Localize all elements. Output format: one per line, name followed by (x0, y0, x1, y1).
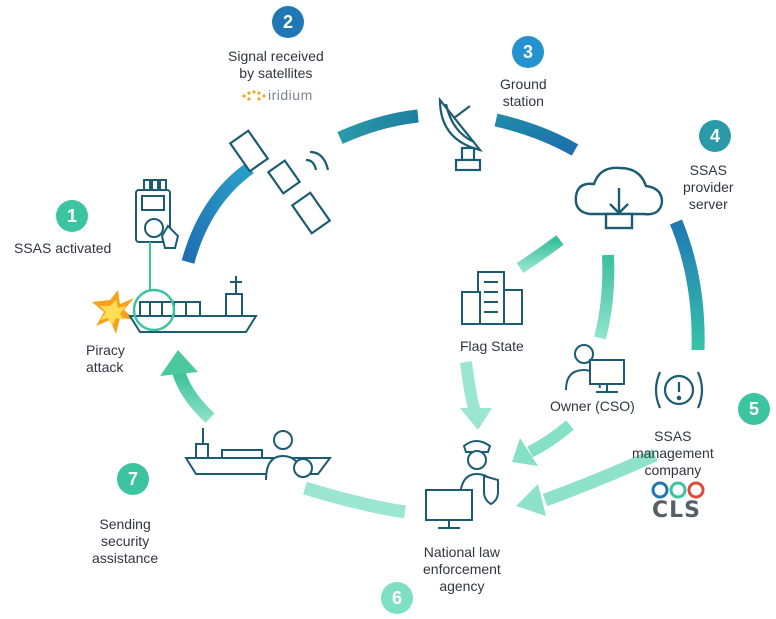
law-enforcement-icon (425, 440, 499, 529)
step-4-line-1: SSAS (689, 162, 727, 178)
step-7-line-2: security (100, 533, 150, 549)
arc-device-to-satellite (181, 162, 254, 264)
cloud-download-icon (574, 166, 664, 230)
flag-state-building-icon (461, 271, 523, 325)
step-2-line-2: by satellites (239, 65, 313, 81)
iridium-logo-text: iridium (268, 87, 313, 103)
step-1-badge: 1 (56, 200, 88, 232)
ssas-device-icon (135, 179, 180, 290)
arrow-management-to-agency (542, 449, 658, 507)
piracy-line-1: Piracy (86, 342, 125, 358)
step-3-badge: 3 (512, 36, 544, 68)
alert-icon (654, 371, 704, 409)
step-3-line-1: Ground (500, 76, 547, 92)
explosion-icon (92, 290, 136, 334)
iridium-logo-icon (242, 90, 266, 101)
step-7-line-3: assistance (92, 550, 159, 566)
arc-server-to-owner (594, 254, 615, 340)
arrow-flagstate-to-agency (460, 361, 481, 414)
step-5-line-2: management (632, 445, 714, 461)
step-1-label: SSAS activated (14, 240, 112, 256)
step-5-label: SSAS management company (632, 428, 714, 479)
arrow-owner-to-agency (527, 420, 574, 458)
arc-server-to-flagstate (516, 235, 564, 274)
step-7-badge: 7 (117, 463, 149, 495)
step-3-label: Ground station (500, 76, 547, 110)
owner-computer-icon (565, 344, 625, 393)
flag-state-label: Flag State (460, 338, 524, 354)
step-6-badge: 6 (381, 582, 413, 614)
owner-label: Owner (CSO) (550, 398, 635, 414)
arc-satellite-to-station (337, 109, 419, 144)
piracy-label: Piracy attack (86, 342, 125, 376)
step-2-badge: 2 (272, 6, 304, 38)
piracy-line-2: attack (86, 359, 124, 375)
step-2-label: Signal received by satellites (228, 48, 324, 82)
step-4-line-2: provider (683, 179, 734, 195)
ground-station-icon (438, 96, 483, 172)
step-4-label: SSAS provider server (683, 162, 734, 213)
step-5-line-3: company (644, 462, 702, 478)
cargo-ship-icon (128, 276, 258, 333)
step-6-label: National law enforcement agency (423, 544, 501, 595)
step-2-line-1: Signal received (228, 48, 324, 64)
arrow-vessel-to-ship (171, 368, 215, 423)
step-7-line-1: Sending (99, 516, 151, 532)
cls-logo-text: CLS (652, 498, 702, 523)
step-4-badge: 4 (699, 120, 731, 152)
cls-logo-icon (651, 481, 705, 499)
arc-station-to-server (494, 113, 579, 156)
step-5-line-1: SSAS (654, 428, 692, 444)
arc-agency-to-vessel (303, 481, 406, 519)
patrol-vessel-icon (184, 428, 332, 481)
step-6-line-2: enforcement (423, 561, 501, 577)
arc-server-to-management (669, 219, 705, 351)
satellite-icon (228, 129, 332, 235)
step-4-line-3: server (688, 196, 728, 212)
step-3-line-2: station (502, 93, 544, 109)
step-6-line-3: agency (439, 578, 485, 594)
step-6-line-1: National law (423, 544, 501, 560)
step-7-label: Sending security assistance (92, 516, 158, 567)
step-5-badge: 5 (738, 393, 770, 425)
